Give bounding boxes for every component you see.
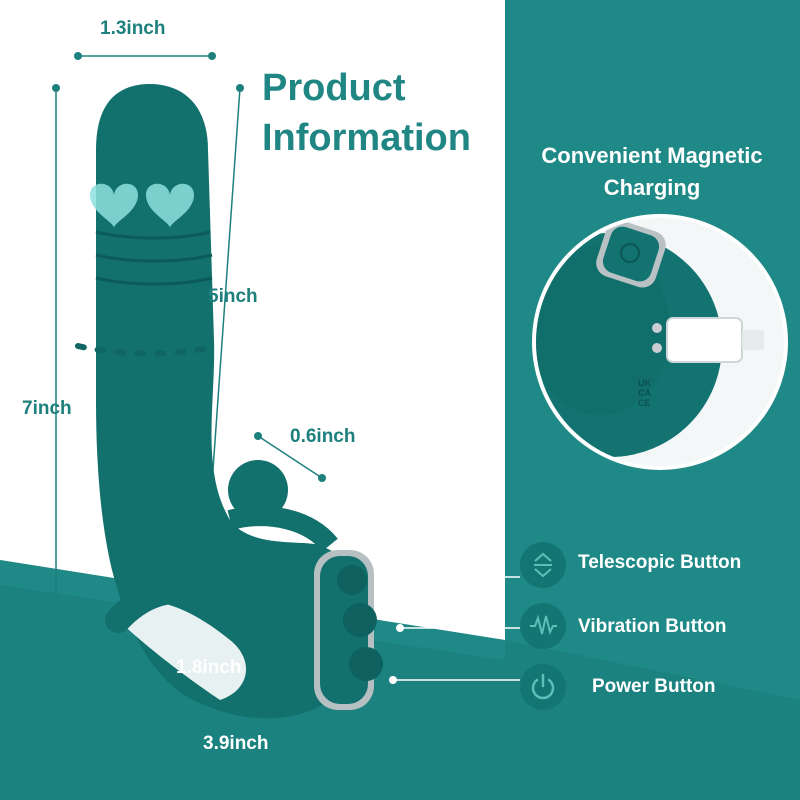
dim-shaft-length: 5inch [208, 286, 258, 307]
power-button-label: Power Button [592, 676, 716, 697]
telescopic-arrows-icon [520, 542, 566, 588]
panel-title-line-1: Convenient Magnetic [541, 143, 763, 168]
device-markings: UK CA CE [638, 378, 651, 408]
dim-top-width: 1.3inch [100, 18, 166, 39]
charging-zoom-image [532, 214, 788, 470]
title-line-1: Product [262, 67, 406, 109]
panel-title: Convenient Magnetic Charging [512, 140, 792, 204]
telescopic-button-label: Telescopic Button [578, 552, 742, 573]
dim-tip-width: 0.6inch [290, 426, 356, 447]
dim-clip-gap: 1.8inch [176, 657, 242, 678]
vibration-wave-icon [520, 603, 566, 649]
product-image [75, 84, 383, 719]
panel-title-line-2: Charging [603, 175, 701, 200]
vibration-button-label: Vibration Button [578, 616, 727, 637]
dim-total-length: 7inch [22, 398, 72, 419]
power-icon [520, 664, 566, 710]
dim-base-length: 3.9inch [203, 733, 269, 754]
title-line-2: Information [262, 117, 471, 159]
